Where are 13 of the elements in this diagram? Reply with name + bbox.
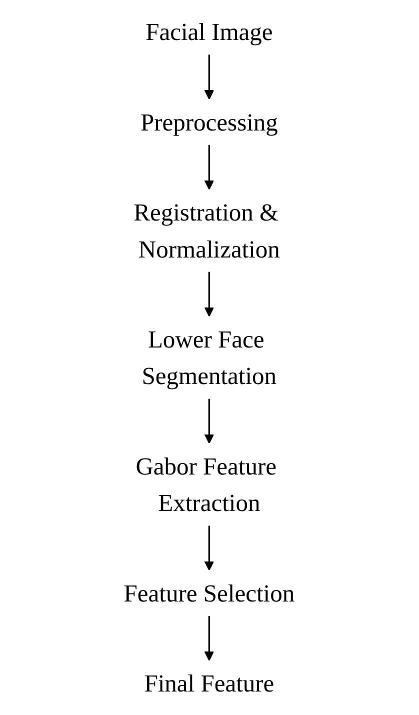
arrow: [204, 54, 214, 100]
node-text: Final Feature: [144, 669, 274, 698]
node-text: Gabor Feature Extraction: [136, 452, 277, 517]
arrow: [204, 526, 214, 571]
arrow: [204, 144, 214, 190]
arrow: [204, 272, 214, 317]
arrow: [204, 398, 214, 444]
node-text: Feature Selection: [124, 579, 295, 607]
node-text: Facial Image: [146, 18, 274, 46]
node-text: Lower Face Segmentation: [142, 325, 277, 390]
node-text: Preprocessing: [140, 108, 278, 136]
node-text: Registration & Normalization: [134, 198, 280, 263]
arrow: [204, 616, 214, 661]
